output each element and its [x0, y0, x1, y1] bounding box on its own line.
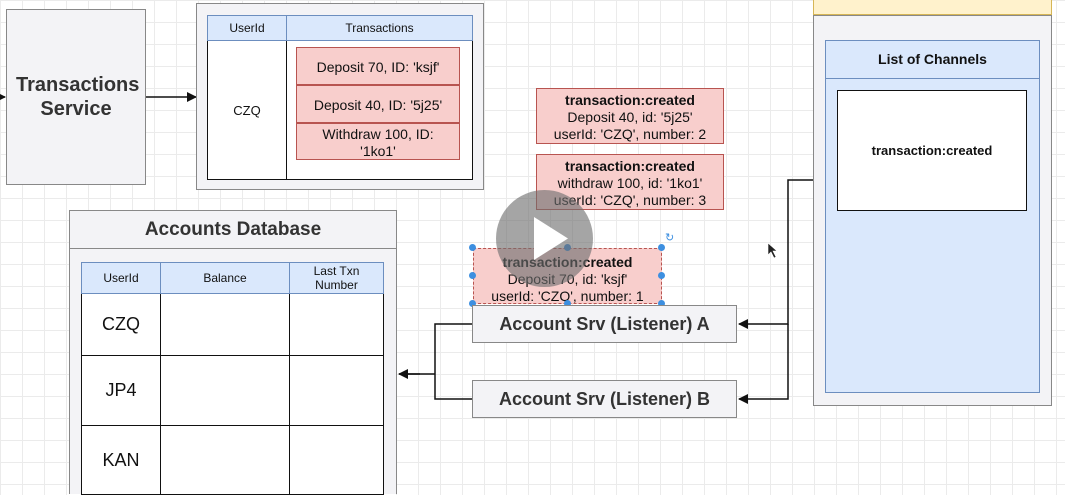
transaction-item[interactable]: Deposit 40, ID: '5j25' [296, 85, 460, 123]
listener-a-label: Account Srv (Listener) A [499, 313, 710, 334]
event-detail: Deposit 40, id: '5j25' [567, 109, 693, 125]
last-txn-cell [289, 355, 384, 426]
last-txn-cell [289, 425, 384, 495]
play-icon [534, 217, 568, 260]
col-header-userid: UserId [207, 15, 287, 41]
event-title: transaction:created [565, 92, 695, 108]
selection-handle[interactable] [469, 244, 476, 251]
userid-cell: CZQ [81, 293, 161, 356]
selection-handle[interactable] [658, 272, 665, 279]
event-user: userId: 'CZQ', number: 3 [553, 192, 707, 208]
arrow-channel-to-b [738, 324, 789, 404]
rotate-handle-icon[interactable]: ↻ [665, 232, 675, 244]
selection-handle[interactable] [469, 300, 476, 307]
col-header-userid: UserId [81, 262, 161, 294]
event-user: userId: 'CZQ', number: 1 [491, 288, 644, 304]
userid-cell: JP4 [81, 355, 161, 426]
selection-handle[interactable] [658, 244, 665, 251]
accounts-database-title: Accounts Database [144, 219, 322, 240]
event-box-number-2[interactable]: transaction:created Deposit 40, id: '5j2… [536, 88, 724, 144]
balance-cell [160, 293, 290, 356]
table-row: JP4 [81, 355, 384, 426]
listener-b-box[interactable]: Account Srv (Listener) B [472, 380, 737, 418]
accounts-table: UserId Balance Last Txn Number CZQ JP4 K… [81, 262, 384, 495]
table-row: CZQ [81, 293, 384, 356]
play-button[interactable] [496, 190, 593, 287]
arrow-listeners-to-db [399, 323, 472, 400]
selection-handle[interactable] [469, 272, 476, 279]
userid-cell: KAN [81, 425, 161, 495]
transactions-service-title: Transactions Service [16, 74, 140, 120]
event-user: userId: 'CZQ', number: 2 [553, 126, 707, 142]
transaction-item[interactable]: Deposit 70, ID: 'ksjf' [296, 47, 460, 85]
listener-a-box[interactable]: Account Srv (Listener) A [472, 305, 737, 343]
channels-header-strip [813, 0, 1052, 15]
col-header-balance: Balance [160, 262, 290, 294]
balance-cell [160, 355, 290, 426]
table-row: KAN [81, 425, 384, 495]
channel-item[interactable]: transaction:created [837, 90, 1027, 211]
mouse-cursor-icon [767, 242, 778, 259]
col-header-last-txn: Last Txn Number [289, 262, 384, 294]
channel-item-label: transaction:created [871, 143, 993, 158]
channels-title: List of Channels [826, 41, 1039, 79]
transactions-service-box[interactable]: Transactions Service [6, 9, 146, 185]
col-header-transactions: Transactions [286, 15, 473, 41]
event-detail: withdraw 100, id: '1ko1' [557, 175, 703, 191]
event-title: transaction:created [565, 158, 695, 174]
arrow-channel-to-a [738, 179, 837, 329]
transactions-userid-cell: CZQ [207, 40, 287, 180]
last-txn-cell [289, 293, 384, 356]
transaction-item[interactable]: Withdraw 100, ID: '1ko1' [296, 123, 460, 160]
selection-handle[interactable] [658, 300, 665, 307]
balance-cell [160, 425, 290, 495]
listener-b-label: Account Srv (Listener) B [498, 388, 711, 409]
selection-handle[interactable] [564, 300, 571, 307]
